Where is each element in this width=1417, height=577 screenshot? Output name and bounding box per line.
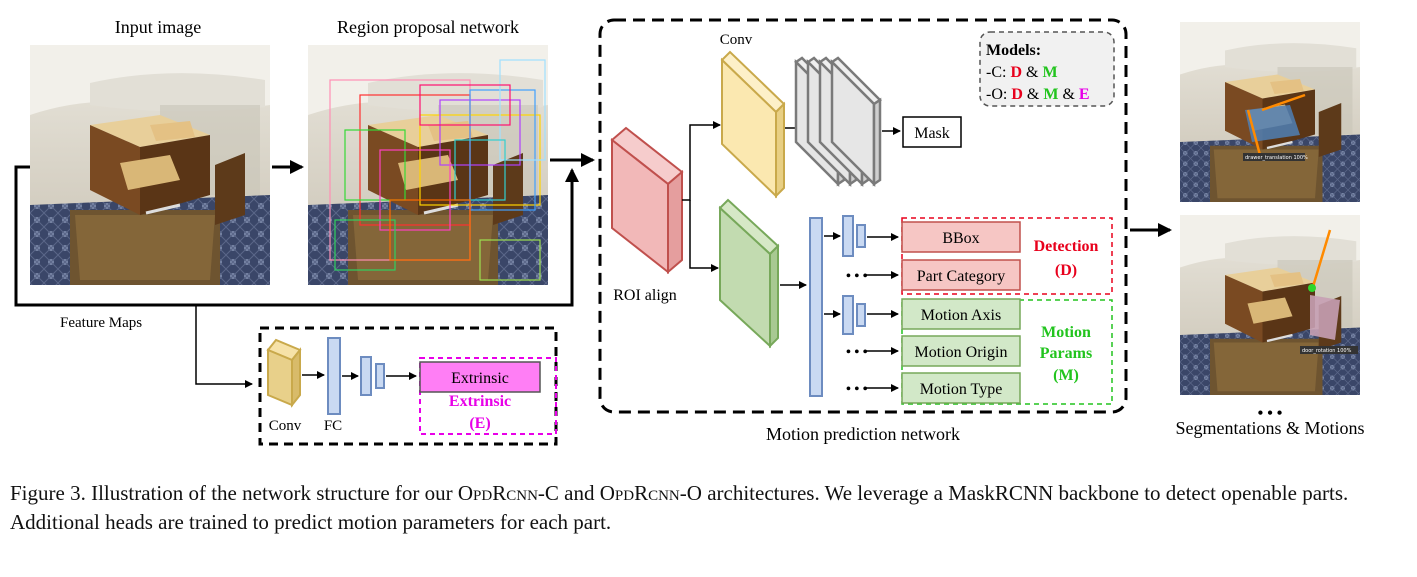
extrinsic-conv-block	[266, 338, 302, 408]
caption-model-name-o: OpdRcnn	[599, 481, 680, 505]
detection-code: (D)	[1055, 262, 1077, 279]
motion-axis-box	[901, 298, 1021, 330]
motion-params-title-1: Motion	[1041, 324, 1091, 341]
motion-params-title-2: Params	[1040, 345, 1092, 362]
axis-fc2	[856, 303, 866, 327]
part-category-label: Part Category	[917, 268, 1005, 285]
caption-suffix-c: -C and	[537, 481, 600, 505]
axis-fc1	[842, 295, 854, 335]
bbox-label: BBox	[942, 230, 979, 247]
extrinsic-output-box	[419, 361, 541, 393]
extrinsic-title: Extrinsic	[449, 393, 511, 410]
extrinsic-fc-label: FC	[324, 418, 342, 434]
arrow-roi-to-green	[689, 200, 719, 272]
figure-caption: Figure 3. Illustration of the network st…	[10, 479, 1410, 537]
region-proposal-image	[308, 45, 548, 285]
motion-prediction-network-label: Motion prediction network	[766, 424, 960, 444]
output-image-door: door_rotation 100%	[1180, 215, 1360, 395]
motion-prediction-network-box	[598, 18, 1128, 414]
caption-suffix-o: -O architectures. We leverage a MaskRCNN…	[10, 481, 1349, 534]
ellipsis-motion-origin: • • •	[846, 345, 868, 360]
bbox-box	[901, 221, 1021, 253]
bbox-fc1	[842, 215, 854, 257]
motion-origin-box	[901, 335, 1021, 367]
feature-maps-label: Feature Maps	[60, 315, 142, 331]
motion-axis-label: Motion Axis	[921, 307, 1001, 324]
input-image	[30, 45, 270, 285]
models-legend-o: -O: D & M & E	[986, 86, 1090, 103]
motion-params-code: (M)	[1053, 367, 1079, 384]
caption-model-name-c: OpdRcnn	[457, 481, 538, 505]
region-proposal-label: Region proposal network	[337, 17, 519, 37]
arrow-feature-to-extrinsic	[195, 305, 253, 388]
motion-origin-label: Motion Origin	[915, 344, 1008, 361]
detection-title: Detection	[1034, 238, 1099, 255]
models-legend-title: Models:	[986, 42, 1041, 59]
architecture-diagram: Input image Region proposal network Feat…	[14, 17, 1365, 446]
models-legend: Models: -C: D & M -O: D & M & E	[979, 31, 1115, 107]
caption-prefix: Figure 3. Illustration of the network st…	[10, 481, 458, 505]
feature-maps-line	[14, 165, 579, 307]
extrinsic-output-label: Extrinsic	[451, 370, 509, 387]
extrinsic-fc-block	[327, 337, 341, 415]
green-conv-block	[718, 198, 780, 349]
input-image-label: Input image	[115, 17, 201, 37]
motion-type-box	[901, 372, 1021, 404]
extrinsic-code: (E)	[469, 415, 490, 432]
output-image-drawer: drawer_translation 100%	[1180, 22, 1360, 202]
conv-block	[720, 50, 786, 199]
fc-bar-main	[809, 217, 823, 397]
proposal-boxes	[329, 59, 546, 281]
extrinsic-conv-label: Conv	[269, 418, 302, 434]
mask-layers	[794, 56, 882, 188]
output-tag-drawer: drawer_translation 100%	[1245, 155, 1308, 161]
arrow-roi-to-conv	[682, 121, 721, 201]
roi-align-label: ROI align	[613, 287, 677, 304]
detection-group	[901, 217, 1113, 295]
mask-output-label: Mask	[914, 125, 950, 142]
motion-type-label: Motion Type	[920, 381, 1003, 398]
ellipsis-part-category: • • •	[846, 269, 868, 284]
roi-align-block	[610, 126, 684, 275]
mask-output-box	[902, 116, 962, 148]
output-ellipsis: • • •	[1258, 405, 1283, 422]
segmentations-motions-label: Segmentations & Motions	[1176, 418, 1365, 438]
extrinsic-output-group	[419, 357, 557, 435]
extrinsic-fc2-block	[360, 356, 372, 396]
output-tag-door: door_rotation 100%	[1302, 348, 1352, 354]
extrinsic-fc3-block	[375, 363, 385, 389]
models-legend-c: -C: D & M	[986, 64, 1058, 81]
part-category-box	[901, 259, 1021, 291]
conv-label: Conv	[720, 32, 753, 48]
bbox-fc2	[856, 224, 866, 248]
ellipsis-motion-type: • • •	[846, 382, 868, 397]
